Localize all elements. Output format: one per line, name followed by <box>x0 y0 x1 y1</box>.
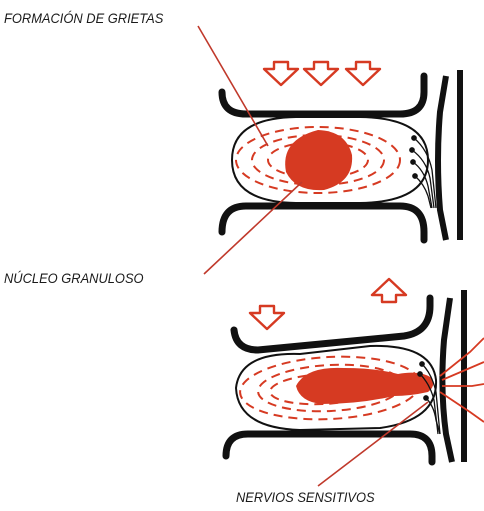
label-formacion-de-grietas: FORMACIÓN DE GRIETAS <box>4 10 163 26</box>
compression-arrow-icon <box>346 62 380 85</box>
compression-arrows-top <box>264 62 380 85</box>
lower-vertebra <box>226 434 432 462</box>
compression-arrow-icon <box>304 62 338 85</box>
bottom-panel <box>226 279 484 462</box>
label-nervios-sensitivos: NERVIOS SENSITIVOS <box>236 489 375 505</box>
compression-arrow-icon <box>250 306 284 329</box>
lower-vertebra <box>222 206 424 240</box>
compression-arrow-icon <box>264 62 298 85</box>
leader-line-grietas <box>198 26 268 146</box>
compression-arrows-bottom <box>250 279 406 329</box>
upward-arrow-icon <box>372 279 406 302</box>
top-panel <box>222 62 460 240</box>
label-nucleo-granuloso: NÚCLEO GRANULOSO <box>4 270 144 286</box>
spinal-canal-wall <box>438 76 446 240</box>
